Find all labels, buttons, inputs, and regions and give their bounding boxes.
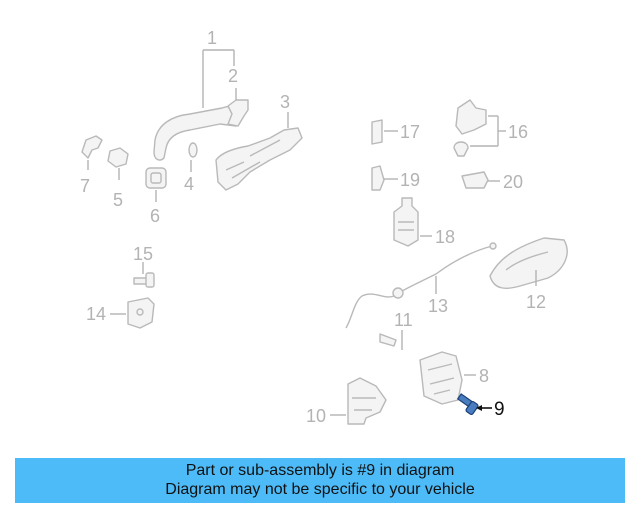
callout-8: 8 [479,366,489,386]
callout-1: 1 [207,28,217,48]
callout-2: 2 [228,66,238,86]
banner-line-1: Part or sub-assembly is #9 in diagram [185,462,455,479]
part-14-striker [127,297,155,329]
parts-diagram: 1 2 3 4 5 6 7 15 14 [80,28,568,426]
arrowhead-9 [476,405,482,411]
part-8-latch [419,351,463,405]
info-banner: Part or sub-assembly is #9 in diagram Di… [15,458,625,503]
callout-10: 10 [306,406,326,426]
part-3-handle-frame [215,127,303,191]
callout-6: 6 [150,206,160,226]
callout-17: 17 [400,122,420,142]
callout-19: 19 [400,170,420,190]
part-1-outer-handle [153,105,241,161]
banner-line-2: Diagram may not be specific to your vehi… [165,481,475,498]
part-6-gasket [145,167,167,189]
callout-11: 11 [394,310,413,330]
part-19-pad [371,165,385,191]
callout-20: 20 [503,172,523,192]
callout-12: 12 [526,292,546,312]
callout-14: 14 [86,304,106,324]
part-7-end-cap [81,135,103,159]
part-5-cap [107,147,129,168]
part-17-pad [371,119,383,145]
part-2-bracket [227,99,249,127]
part-13-cable [345,242,497,329]
part-18-actuator [393,197,419,247]
part-16-bracket [453,99,487,157]
callout-3: 3 [280,92,290,112]
callout-16: 16 [508,122,528,142]
part-20-trim [461,171,489,189]
callout-13: 13 [428,296,448,316]
callout-7: 7 [80,176,90,196]
part-11-clip [379,333,397,347]
callout-5: 5 [113,190,123,210]
part-12-inner-handle [489,237,568,289]
callout-15: 15 [133,244,153,264]
callout-9: 9 [494,399,505,420]
part-15-bolt [133,272,155,288]
callout-4: 4 [184,174,194,194]
callout-18: 18 [435,227,455,247]
part-9-screw [456,393,479,416]
part-10-bracket [347,377,387,425]
part-4-clip [188,142,198,158]
